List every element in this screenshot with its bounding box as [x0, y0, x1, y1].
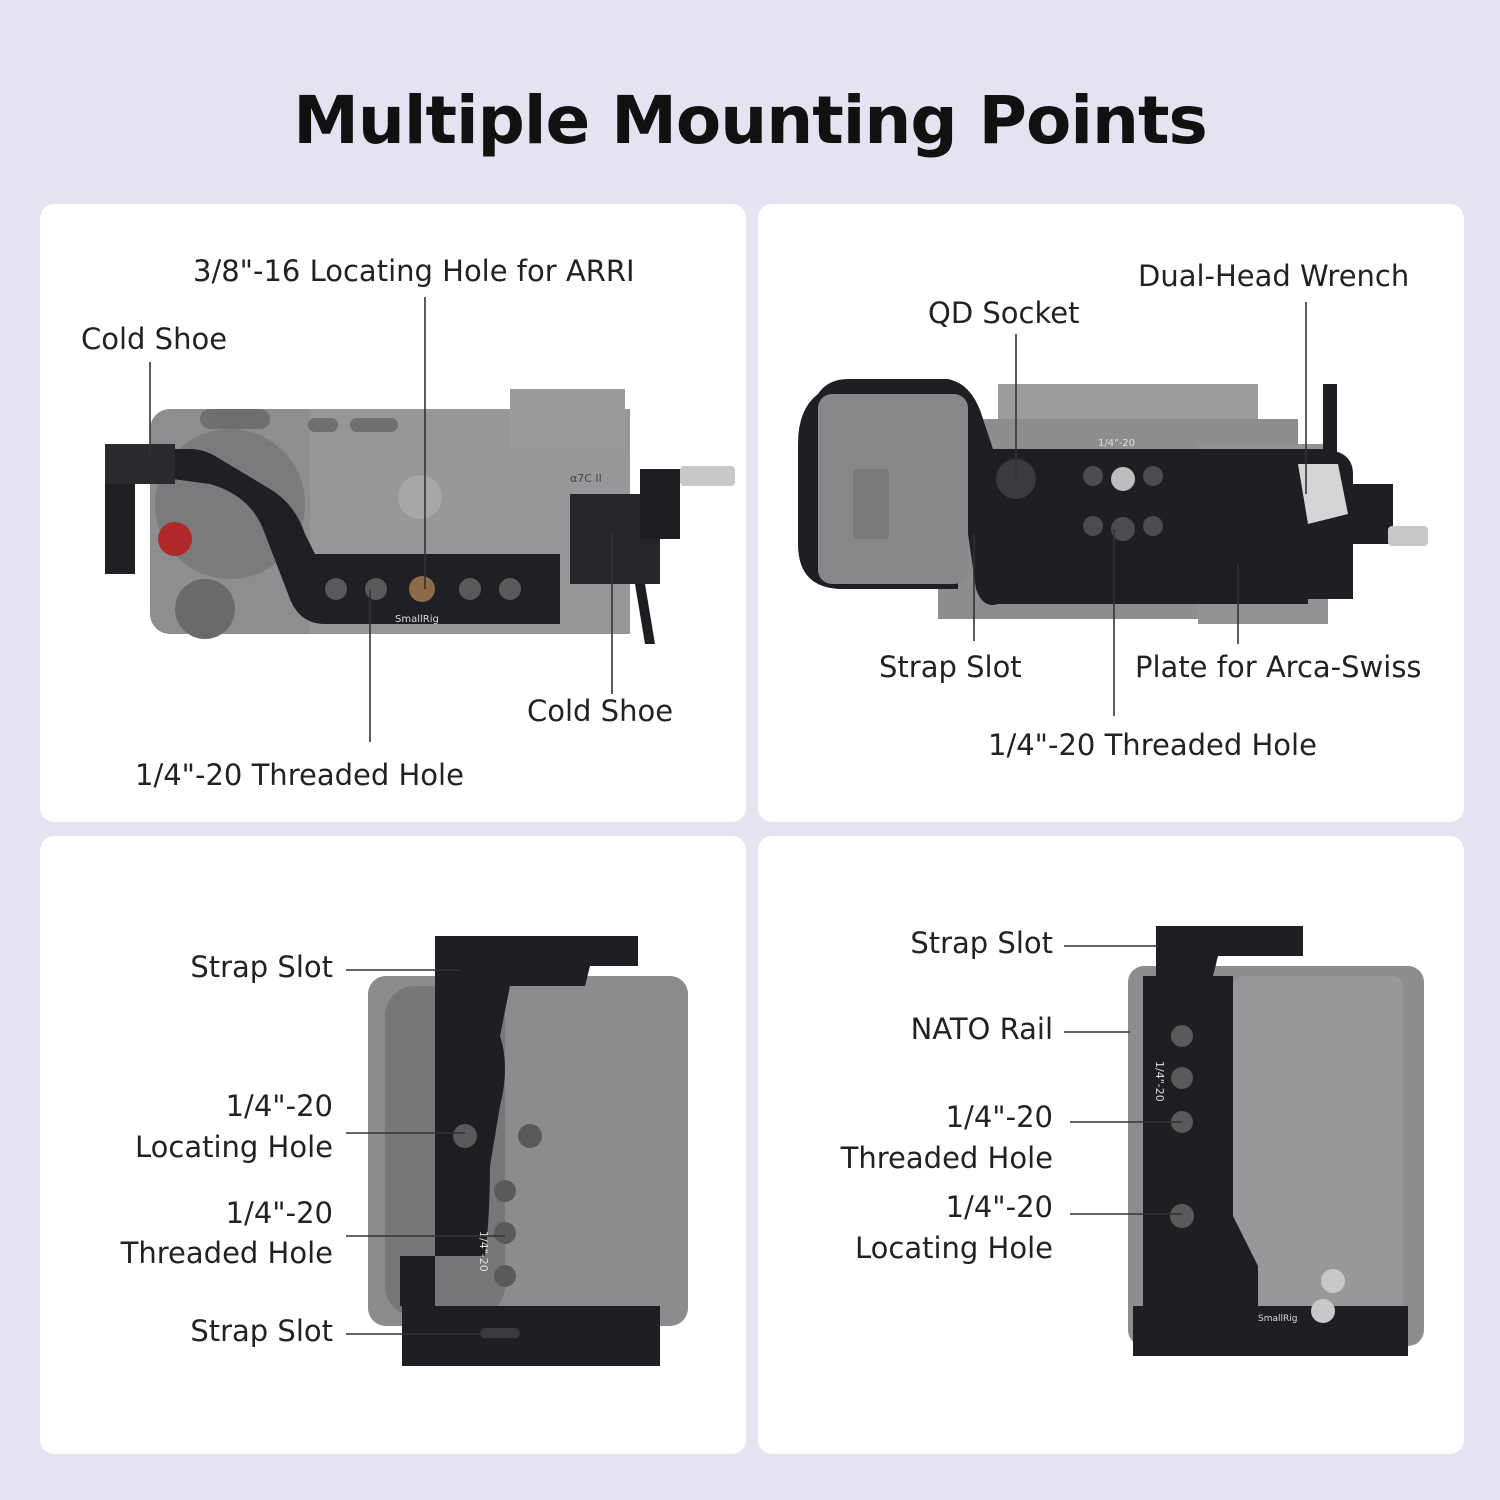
strap-slot-bottom-label: Strap Slot	[190, 1314, 333, 1348]
threaded-hole-label: 1/4"-20 Threaded Hole	[135, 758, 464, 792]
strap-slot-label: Strap Slot	[879, 650, 1022, 684]
cage-brand-text: SmallRig	[1258, 1314, 1297, 1324]
cage-brand-text: SmallRig	[395, 614, 439, 625]
plate-thread-mark: 1/4"-20	[1098, 438, 1135, 449]
strap-slot-label: Strap Slot	[910, 926, 1053, 960]
threaded-hole-line1: 1/4"-20	[945, 1100, 1053, 1134]
threaded-hole-line2: Threaded Hole	[840, 1141, 1053, 1175]
nato-rail-label: NATO Rail	[910, 1012, 1053, 1046]
rear-side-thread-mark: 1/4"-20	[1153, 1061, 1166, 1102]
panel-top-view: α7C II SmallRig 3/8"-16 Locating Hole fo…	[40, 204, 746, 822]
panel-rear-side-view: 1/4"-20 SmallRig Strap Slot NATO Rail 1/…	[758, 836, 1464, 1454]
dual-wrench-label: Dual-Head Wrench	[1138, 259, 1410, 293]
camera-cage-rear-illustration: 1/4"-20 SmallRig	[1064, 926, 1424, 1356]
page-title: Multiple Mounting Points	[293, 82, 1208, 159]
cold-shoe-left-label: Cold Shoe	[81, 322, 228, 356]
locating-hole-line1: 1/4"-20	[945, 1190, 1053, 1224]
panel-bottom-view: 1/4"-20 Dual-Head Wrench QD Socket Strap…	[758, 204, 1464, 822]
cold-shoe-right-label: Cold Shoe	[527, 694, 674, 728]
arca-plate-label: Plate for Arca-Swiss	[1135, 650, 1422, 684]
locating-hole-line2: Locating Hole	[135, 1130, 333, 1164]
locating-hole-line2: Locating Hole	[855, 1231, 1053, 1265]
camera-cage-grip-illustration: 1/4"-20	[346, 936, 688, 1366]
grip-side-thread-mark: 1/4"-20	[477, 1231, 490, 1272]
threaded-hole-line1: 1/4"-20	[225, 1196, 333, 1230]
camera-cage-top-illustration: α7C II SmallRig	[105, 297, 735, 742]
camera-model-text: α7C II	[570, 472, 602, 485]
threaded-hole-label: 1/4"-20 Threaded Hole	[988, 728, 1317, 762]
qd-socket-label: QD Socket	[928, 296, 1080, 330]
panel-grip-side-view: 1/4"-20 Strap Slot 1/4"-20 Locating Hole…	[40, 836, 746, 1454]
locating-hole-line1: 1/4"-20	[225, 1089, 333, 1123]
camera-cage-bottom-illustration: 1/4"-20	[798, 302, 1428, 716]
strap-slot-top-label: Strap Slot	[190, 950, 333, 984]
threaded-hole-line2: Threaded Hole	[120, 1236, 333, 1270]
arri-hole-label: 3/8"-16 Locating Hole for ARRI	[193, 254, 635, 288]
